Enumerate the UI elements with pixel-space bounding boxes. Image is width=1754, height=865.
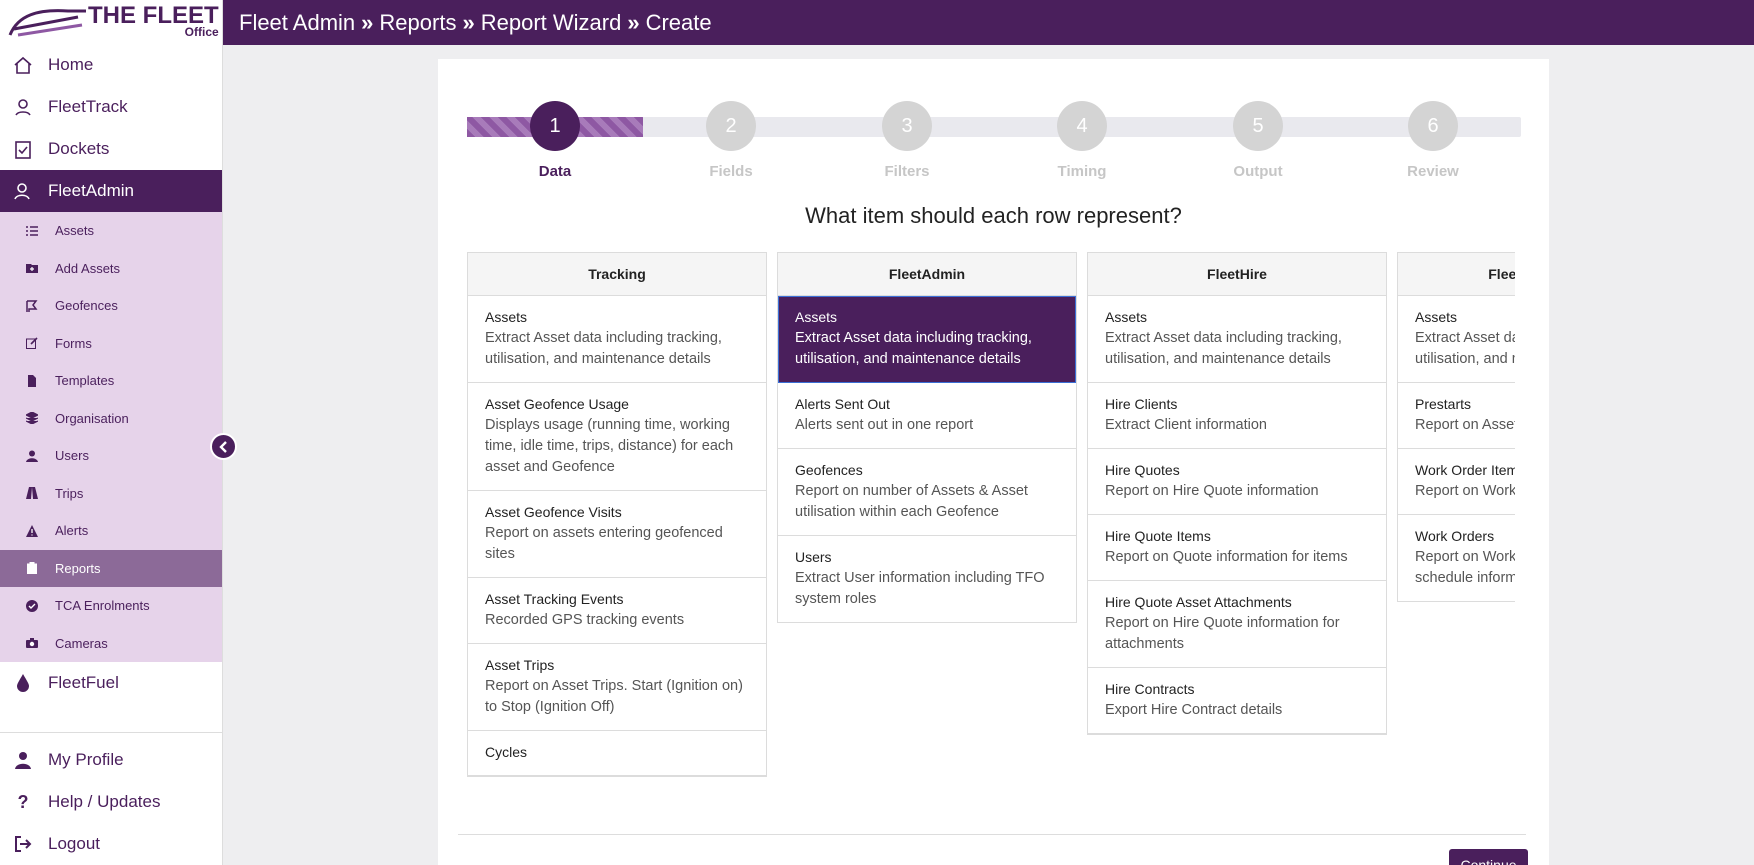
sidebar-item-alerts[interactable]: Alerts [0, 512, 222, 550]
nav-my-profile[interactable]: My Profile [0, 739, 222, 781]
folder-plus-icon [26, 262, 38, 274]
step-data[interactable]: 1 Data [505, 101, 605, 180]
sidebar: THE FLEET Office Home FleetTrack Dockets… [0, 0, 223, 865]
column-header: FleetMaintenance [1398, 253, 1515, 296]
sidebar-item-forms[interactable]: Forms [0, 325, 222, 363]
report-wizard-panel: 1 Data 2 Fields 3 Filters 4 Timing 5 Out… [438, 59, 1549, 865]
road-icon [26, 487, 38, 500]
logo[interactable]: THE FLEET Office [0, 0, 222, 44]
droplet-icon [12, 672, 34, 694]
check-circle-icon [26, 599, 38, 612]
wizard-stepper: 1 Data 2 Fields 3 Filters 4 Timing 5 Out… [467, 101, 1521, 191]
sidebar-item-organisation[interactable]: Organisation [0, 400, 222, 438]
breadcrumb-fleet-admin[interactable]: Fleet Admin [239, 9, 356, 35]
fleetadmin-submenu: Assets Add Assets Geofences Forms Templa… [0, 212, 222, 662]
nav-fleetadmin[interactable]: FleetAdmin [0, 170, 222, 212]
step-review[interactable]: 6 Review [1383, 101, 1483, 180]
logout-icon [12, 833, 34, 855]
step-timing[interactable]: 4 Timing [1032, 101, 1132, 180]
sidebar-item-trips[interactable]: Trips [0, 475, 222, 513]
edit-icon [26, 337, 38, 350]
user-admin-icon [12, 180, 34, 202]
list-item[interactable]: Cycles [468, 731, 766, 776]
step-filters[interactable]: 3 Filters [857, 101, 957, 180]
column-header: FleetAdmin [778, 253, 1076, 296]
location-person-icon [12, 96, 34, 118]
nav-logout[interactable]: Logout [0, 823, 222, 865]
clipboard-icon [26, 562, 38, 575]
progress-track [467, 117, 1521, 137]
continue-button[interactable]: Continue [1449, 849, 1528, 865]
sidebar-bottom-nav: My Profile ? Help / Updates Logout [0, 732, 222, 865]
sidebar-item-assets[interactable]: Assets [0, 212, 222, 250]
nav-dockets[interactable]: Dockets [0, 128, 222, 170]
breadcrumb: Fleet Admin » Reports » Report Wizard » … [223, 0, 1754, 45]
column-header: Tracking [468, 253, 766, 296]
wizard-question: What item should each row represent? [805, 203, 1182, 228]
sidebar-item-geofences[interactable]: Geofences [0, 287, 222, 325]
sidebar-item-users[interactable]: Users [0, 437, 222, 475]
question-icon: ? [17, 791, 29, 812]
breadcrumb-separator: » [627, 9, 640, 35]
sidebar-collapse-button[interactable] [210, 433, 237, 460]
home-icon [12, 54, 34, 76]
sidebar-item-add-assets[interactable]: Add Assets [0, 250, 222, 288]
sidebar-item-reports[interactable]: Reports [0, 549, 222, 587]
list-icon [26, 225, 38, 237]
column-header: FleetHire [1088, 253, 1386, 296]
nav-home[interactable]: Home [0, 44, 222, 86]
step-fields[interactable]: 2 Fields [681, 101, 781, 180]
sidebar-item-tca-enrolments[interactable]: TCA Enrolments [0, 587, 222, 625]
user-icon [12, 749, 34, 771]
divider [458, 834, 1526, 835]
breadcrumb-separator: » [361, 9, 374, 35]
truck-logo-icon [8, 9, 86, 37]
step-output[interactable]: 5 Output [1208, 101, 1308, 180]
sidebar-item-cameras[interactable]: Cameras [0, 625, 222, 663]
nav-fleettrack[interactable]: FleetTrack [0, 86, 222, 128]
breadcrumb-reports[interactable]: Reports [379, 9, 457, 35]
map-fence-icon [26, 300, 38, 312]
logo-text: THE FLEET Office [88, 2, 219, 39]
nav-fleetfuel[interactable]: FleetFuel [0, 662, 222, 704]
breadcrumb-report-wizard[interactable]: Report Wizard [480, 9, 622, 35]
breadcrumb-create: Create [645, 9, 712, 35]
nav-help-updates[interactable]: ? Help / Updates [0, 781, 222, 823]
file-icon [26, 374, 38, 387]
clipboard-check-icon [12, 138, 34, 160]
warning-icon [26, 524, 38, 537]
breadcrumb-separator: » [462, 9, 475, 35]
layers-icon [26, 412, 38, 425]
chevron-left-icon [218, 440, 227, 453]
camera-icon [26, 637, 38, 649]
sidebar-item-templates[interactable]: Templates [0, 362, 222, 400]
user-icon [26, 450, 38, 462]
